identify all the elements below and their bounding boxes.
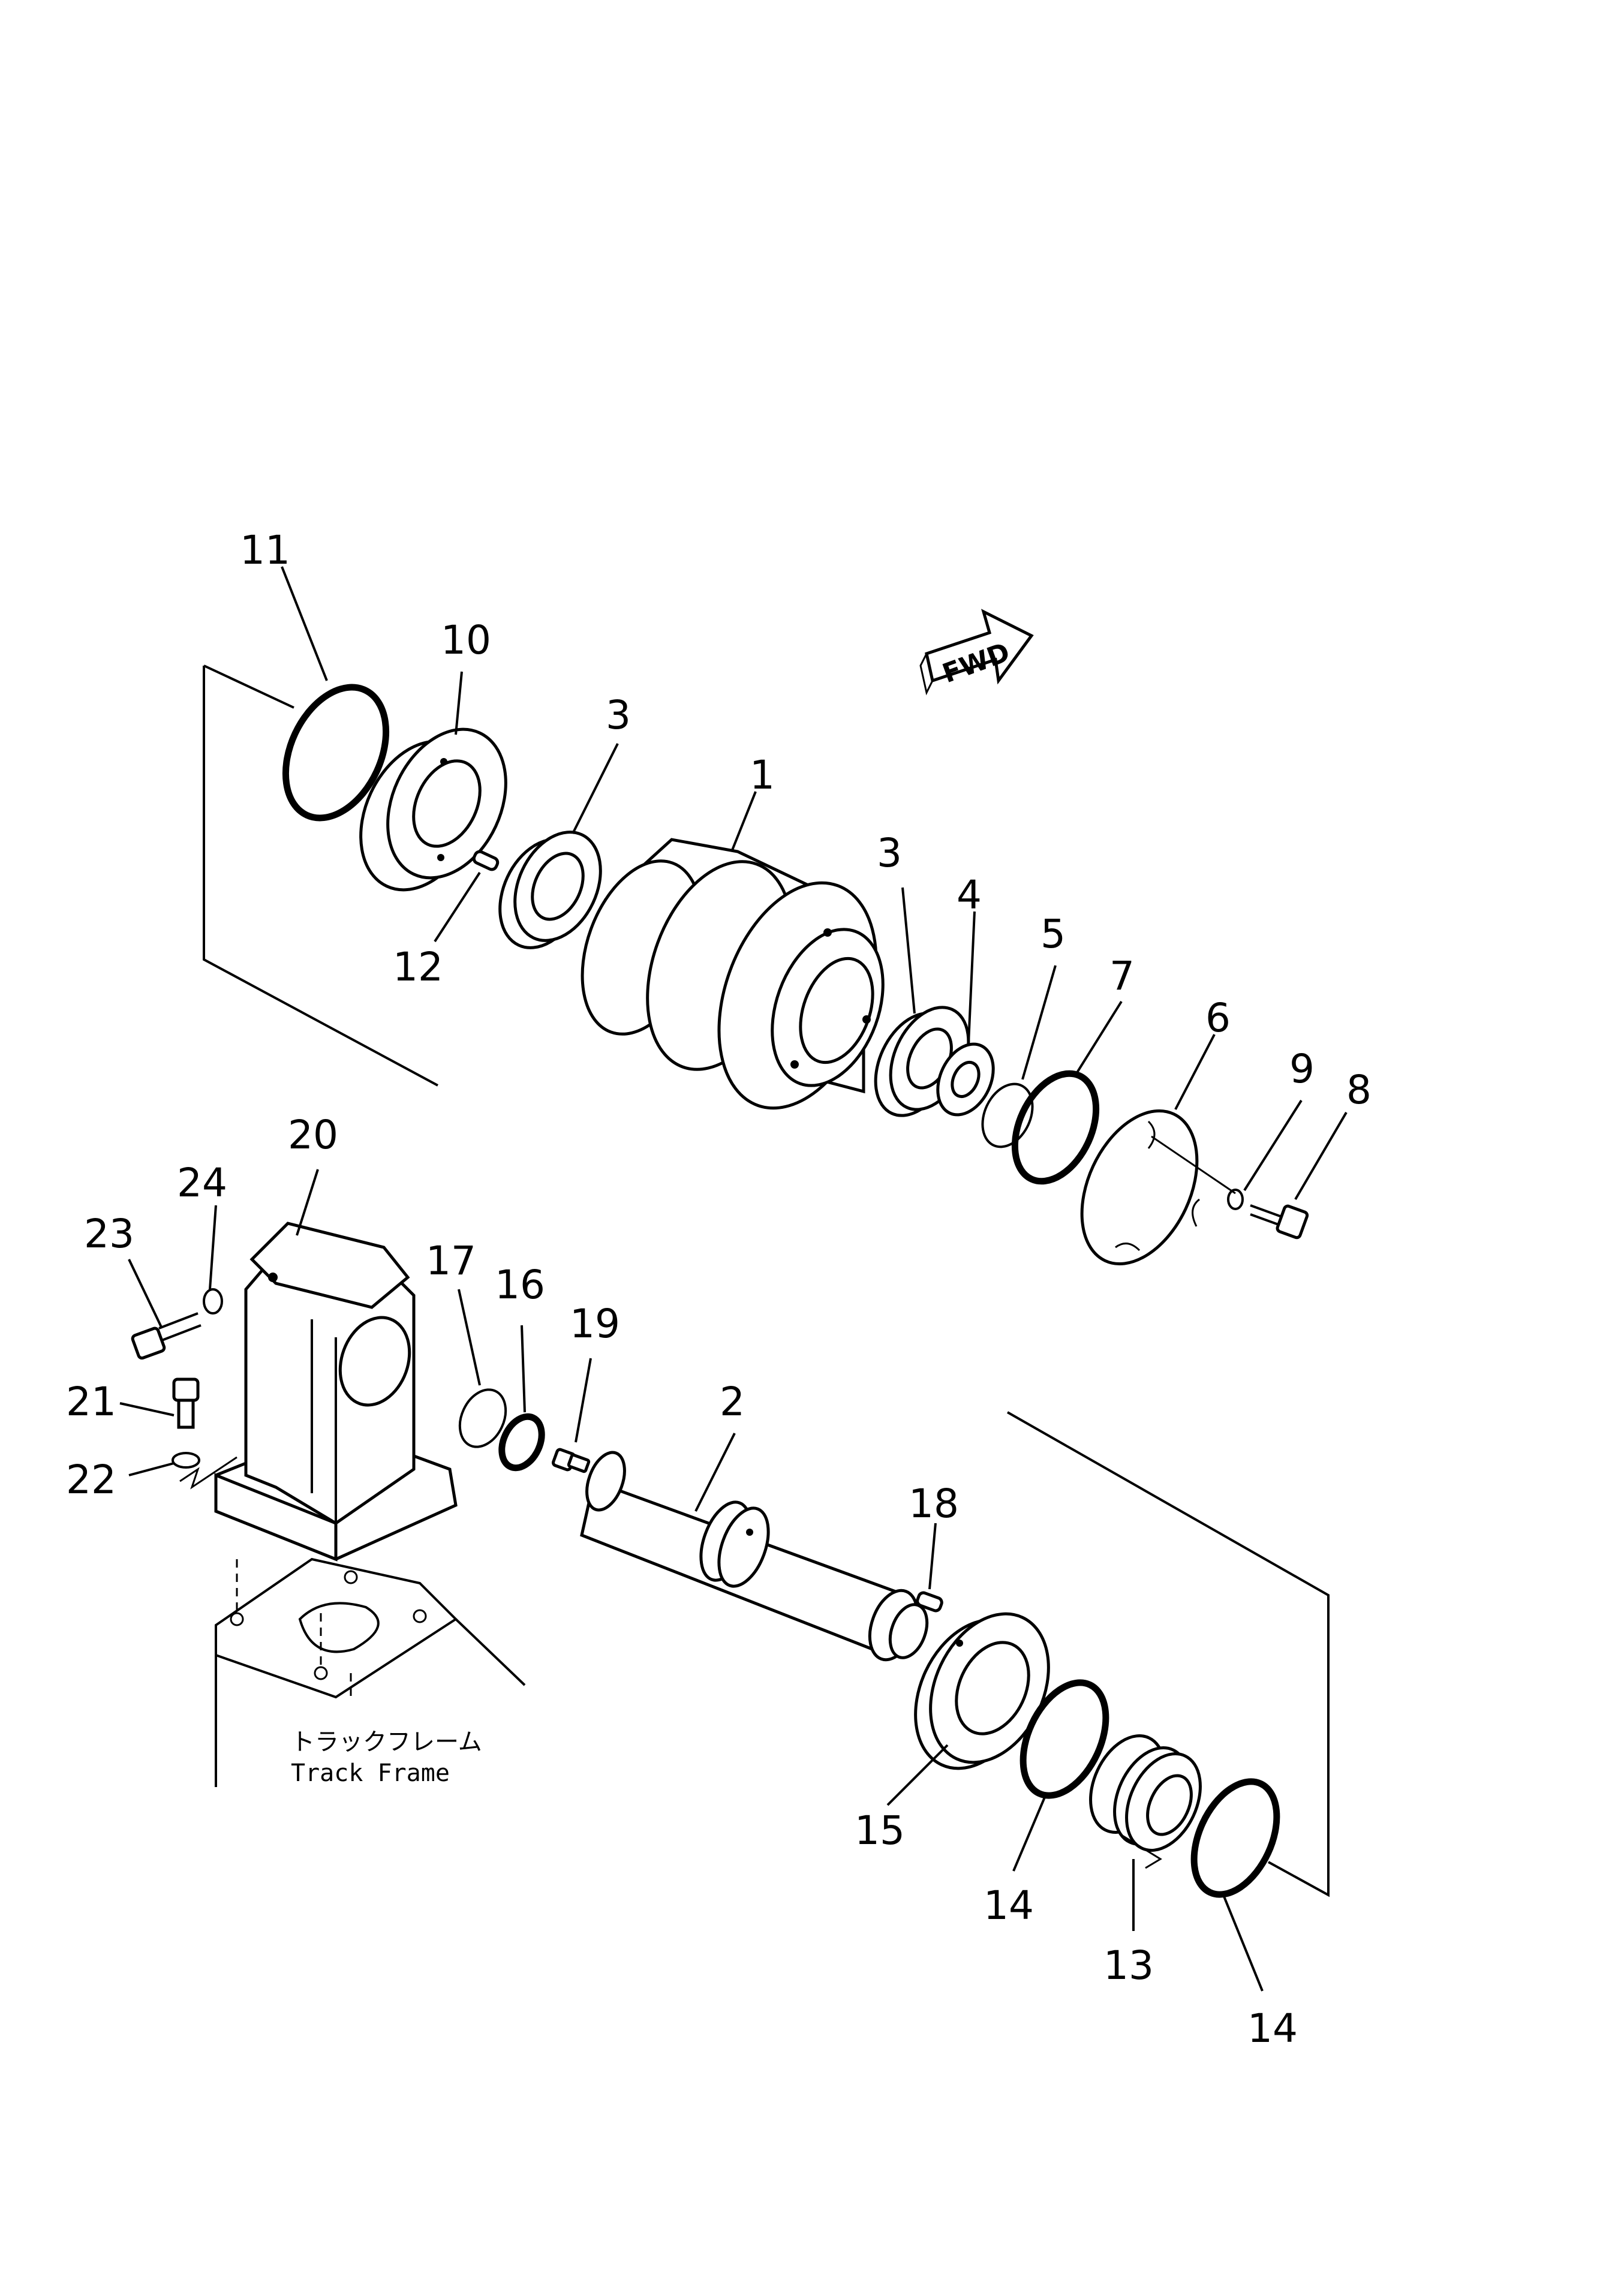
part-2-shaft (580, 1451, 929, 1662)
part-5-ring (981, 1082, 1034, 1148)
callout-11: 11 (240, 527, 290, 573)
upper-assembly-bracket (203, 664, 438, 1087)
callout-14-lower: 14 (1247, 2005, 1298, 2052)
part-20-bracket (214, 1222, 458, 1562)
callout-6: 6 (1205, 995, 1231, 1041)
callout-2: 2 (720, 1379, 745, 1425)
callout-8: 8 (1346, 1067, 1372, 1113)
part-12-pin (472, 850, 500, 871)
callout-24: 24 (177, 1160, 227, 1206)
lower-assembly-bracket (1007, 1411, 1330, 1897)
part-16-o-ring (498, 1413, 545, 1472)
part-3-bearing-left (498, 831, 602, 949)
callout-16: 16 (495, 1262, 545, 1308)
part-24-washer (203, 1288, 223, 1315)
callout-12: 12 (393, 944, 443, 990)
part-14-o-ring-upper (1019, 1679, 1109, 1799)
part-22-washer (172, 1452, 200, 1469)
callout-labels: 11 10 3 1 3 4 5 7 6 9 8 12 20 24 23 17 1… (66, 527, 1372, 2052)
callout-5: 5 (1040, 911, 1066, 957)
leader-lines (119, 566, 1348, 1992)
callout-22: 22 (66, 1457, 116, 1503)
track-frame (215, 1557, 526, 1787)
track-frame-label-jp: トラックフレーム (291, 1728, 482, 1756)
part-14-o-ring-lower (1190, 1778, 1280, 1898)
callout-13: 13 (1103, 1942, 1154, 1989)
part-7-o-ring (1011, 1070, 1100, 1185)
part-15-seal-cover (914, 1612, 1050, 1770)
track-frame-label-en: Track Frame (291, 1759, 450, 1787)
callout-23: 23 (84, 1211, 134, 1257)
callout-20: 20 (288, 1112, 338, 1158)
part-23-bolt (131, 1312, 202, 1360)
callout-3-left: 3 (606, 692, 631, 738)
part-4-nut (936, 1042, 995, 1117)
callout-9: 9 (1289, 1046, 1315, 1092)
part-1-roller (581, 838, 885, 1110)
callout-19: 19 (570, 1301, 620, 1347)
part-9-washer (1227, 1189, 1244, 1210)
part-19-plug (552, 1448, 591, 1473)
callout-1: 1 (750, 752, 775, 798)
part-18-pin (916, 1591, 943, 1613)
part-17-snap-ring (458, 1388, 507, 1448)
callout-17: 17 (426, 1238, 476, 1284)
callout-14-upper: 14 (984, 1882, 1034, 1929)
part-11-o-ring (282, 684, 390, 822)
callout-18: 18 (909, 1481, 959, 1527)
part-10-seal-cover (359, 727, 507, 892)
callout-4: 4 (957, 872, 982, 918)
part-6-cover (1080, 1109, 1236, 1266)
callout-3-right: 3 (877, 830, 902, 876)
callout-7: 7 (1109, 953, 1135, 999)
part-22-marker (179, 1456, 237, 1490)
fwd-arrow-icon: FWD (919, 609, 1034, 696)
part-13-marker (1121, 1834, 1162, 1869)
part-21-bolt (172, 1377, 200, 1429)
callout-15: 15 (855, 1807, 905, 1854)
part-8-bolt (1250, 1204, 1309, 1240)
callout-10: 10 (441, 617, 491, 663)
callout-21: 21 (66, 1379, 116, 1425)
